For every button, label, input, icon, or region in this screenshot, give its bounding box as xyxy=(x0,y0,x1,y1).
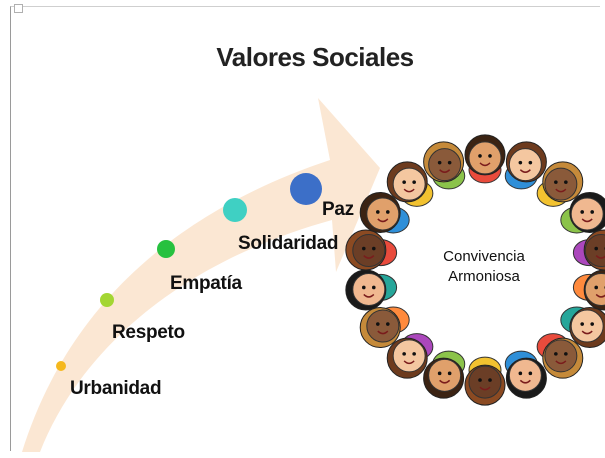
child-figure xyxy=(345,229,398,271)
child-figure xyxy=(560,306,605,349)
child-figure xyxy=(464,356,506,406)
child-figure xyxy=(504,350,547,399)
child-figure xyxy=(572,229,605,271)
children-ring-illustration xyxy=(345,134,605,406)
child-figure xyxy=(345,269,398,311)
center-label-line1: Convivencia xyxy=(443,248,525,265)
label-solidaridad: Solidaridad xyxy=(238,233,339,254)
child-figure xyxy=(504,141,547,190)
child-figure xyxy=(536,161,584,207)
label-paz: Paz xyxy=(322,199,354,220)
center-label-line2: Armoniosa xyxy=(448,268,520,285)
child-figure xyxy=(536,333,584,379)
child-figure xyxy=(572,269,605,311)
dot-solidaridad xyxy=(223,198,247,222)
corner-checkbox-icon xyxy=(14,4,23,13)
child-figure xyxy=(560,191,605,234)
label-urbanidad: Urbanidad xyxy=(70,378,162,399)
slide-frame xyxy=(10,6,600,451)
child-figure xyxy=(423,141,466,190)
dot-respeto xyxy=(100,293,114,307)
child-figure xyxy=(359,191,410,234)
dot-paz xyxy=(290,173,322,205)
dot-empatia xyxy=(157,240,175,258)
label-empatia: Empatía xyxy=(170,273,242,294)
label-respeto: Respeto xyxy=(112,322,185,343)
diagram-title: Valores Sociales xyxy=(216,42,414,72)
child-figure xyxy=(359,306,410,349)
dot-urbanidad xyxy=(56,361,66,371)
child-figure xyxy=(386,161,434,207)
center-label: Convivencia Armoniosa xyxy=(427,247,541,287)
child-figure xyxy=(464,134,506,184)
child-figure xyxy=(423,350,466,399)
child-figure xyxy=(386,333,434,379)
